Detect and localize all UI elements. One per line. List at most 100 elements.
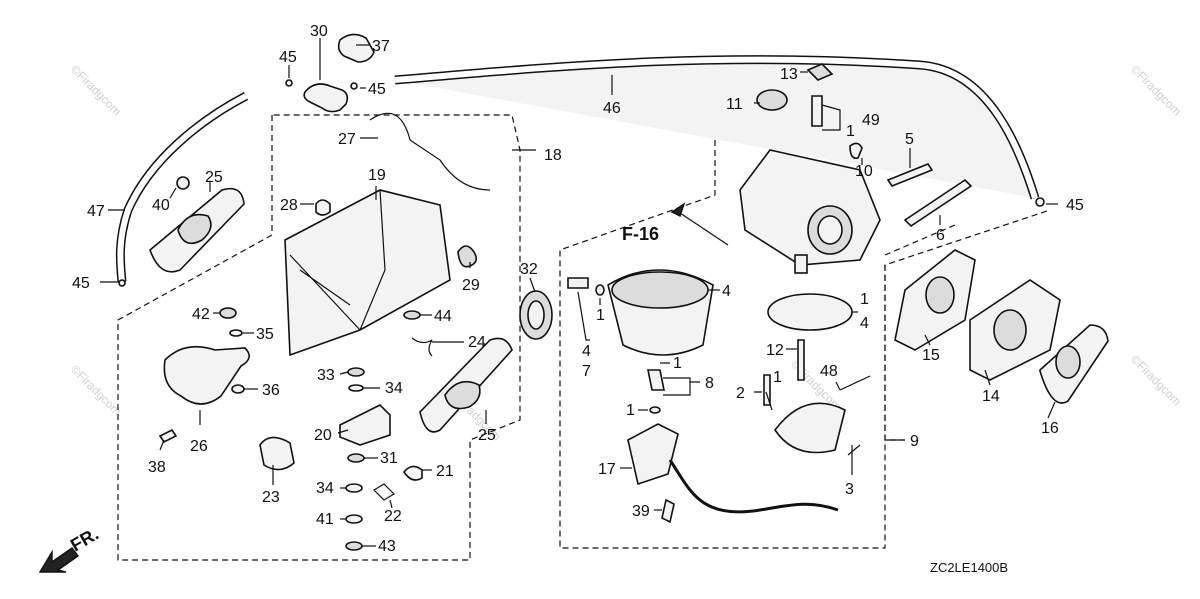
- callout-24: 24: [468, 334, 486, 351]
- nut-42-icon: [219, 307, 237, 319]
- nut-21-icon: [403, 465, 423, 481]
- callout-30: 30: [310, 23, 328, 40]
- case-body-icon: [284, 189, 451, 357]
- leader-16: [1047, 401, 1056, 419]
- callout-2: 2: [736, 385, 745, 402]
- right-gaskets: [894, 249, 1109, 404]
- gasket-25-right: [419, 337, 513, 433]
- wire-harness-icon: [668, 459, 839, 514]
- leader-32: [529, 277, 536, 293]
- callout-1c: 1: [846, 123, 855, 140]
- callout-27: 27: [338, 131, 356, 148]
- gasket-25-left: [149, 176, 245, 273]
- callout-37: 37: [372, 38, 390, 55]
- nut-40-icon: [176, 176, 190, 190]
- callout-23: 23: [262, 489, 280, 506]
- front-arrow-icon: [38, 547, 79, 573]
- callout-40: 40: [152, 197, 170, 214]
- watermark-3: ©Firadgcom: [1128, 62, 1184, 118]
- washer-1a-icon: [595, 284, 605, 296]
- leader-48: [835, 381, 841, 391]
- screw-38-icon: [158, 428, 178, 444]
- screw-7-icon: [567, 277, 589, 289]
- case-lines: [289, 189, 386, 331]
- callout-44: 44: [434, 308, 452, 325]
- tube-47: [117, 93, 248, 283]
- fuel-tube-46: [394, 56, 1038, 199]
- hose-clip-icon-4: [118, 279, 126, 287]
- callout-12: 12: [766, 342, 784, 359]
- callout-32: 32: [520, 261, 538, 278]
- nut-31-icon: [347, 453, 365, 463]
- oring-4-icon: [767, 293, 853, 331]
- callout-20: 20: [314, 427, 332, 444]
- leader-49: [821, 104, 841, 131]
- callout-46: 46: [603, 100, 621, 117]
- clamp-icon: [337, 33, 375, 63]
- callout-13: 13: [780, 66, 798, 83]
- spring-29-icon: [457, 245, 478, 268]
- callout-45b: 45: [368, 81, 386, 98]
- callout-1b: 1: [626, 402, 635, 419]
- gasket-hole-icon: [177, 213, 212, 245]
- callout-15: 15: [922, 347, 940, 364]
- watermark-7: ©Firadgcom: [1128, 352, 1184, 408]
- ring-32-inner-icon: [527, 300, 545, 330]
- nut-44-icon: [403, 310, 421, 320]
- callout-34b: 34: [316, 480, 334, 497]
- callout-35: 35: [256, 326, 274, 343]
- callout-4b: 4: [860, 315, 869, 332]
- pin-48-icon: [839, 375, 871, 391]
- washer-34b-icon: [345, 483, 363, 493]
- callout-16: 16: [1041, 420, 1059, 437]
- diagram-code: ZC2LE1400B: [930, 560, 1008, 575]
- frame-part-9-right: [884, 265, 905, 441]
- callout-labels: 30 37 45 45 46 47 45 45 27 28 19 29 32 1…: [72, 23, 1084, 555]
- callout-47: 47: [87, 203, 105, 220]
- callout-17: 17: [598, 461, 616, 478]
- callout-42: 42: [192, 306, 210, 323]
- gasket-16-hole-icon: [1055, 345, 1081, 379]
- watermark-4: ©Firadgcom: [68, 362, 124, 418]
- leader-2: [754, 391, 773, 411]
- leader-lines: [100, 38, 1058, 547]
- carb-post-icon: [794, 254, 808, 274]
- spring-24-icon: [411, 337, 433, 357]
- leader-33: [339, 371, 349, 375]
- callout-41: 41: [316, 511, 334, 528]
- screw-5-icon: [886, 163, 934, 187]
- callout-26: 26: [190, 438, 208, 455]
- clamp-23-icon: [259, 436, 295, 471]
- callout-9: 9: [910, 433, 919, 450]
- callout-48: 48: [820, 363, 838, 380]
- hose-clip-icon-3: [1035, 197, 1045, 207]
- leader-20: [337, 429, 349, 434]
- nut-43-icon: [345, 541, 363, 551]
- callout-8: 8: [705, 375, 714, 392]
- carburetor-group: [567, 63, 973, 524]
- gasket-15-hole-icon: [925, 276, 955, 314]
- bolt-36-icon: [231, 384, 245, 394]
- callout-21: 21: [436, 463, 454, 480]
- nut-33-icon: [347, 367, 365, 377]
- solenoid-26-icon: [163, 345, 250, 405]
- washer-35-icon: [229, 329, 243, 337]
- callout-14: 14: [982, 388, 1000, 405]
- callout-19: 19: [368, 167, 386, 184]
- callout-1e: 1: [673, 355, 682, 372]
- tube-47-group: [115, 92, 249, 287]
- case-19: [284, 112, 491, 357]
- callout-49: 49: [862, 112, 880, 129]
- solenoid-17-icon: [627, 423, 679, 486]
- callout-36: 36: [262, 382, 280, 399]
- cap-11-icon: [756, 89, 788, 111]
- callout-45c: 45: [72, 275, 90, 292]
- callout-25a: 25: [205, 169, 223, 186]
- hose-clip-icon: [285, 79, 293, 87]
- leader-f16: [679, 212, 729, 246]
- screw-6-icon: [903, 178, 973, 228]
- screw-10-icon: [849, 142, 863, 160]
- leader-38: [159, 439, 165, 451]
- washer-34-icon: [348, 384, 364, 392]
